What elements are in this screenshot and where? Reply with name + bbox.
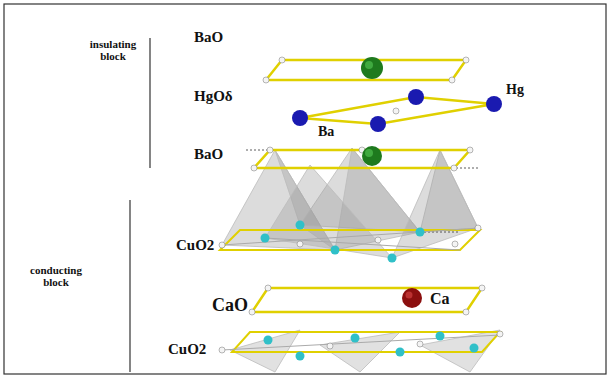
layer-label: BaO	[194, 29, 223, 46]
atom-label: Ba	[318, 124, 334, 139]
layer-label: BaO	[194, 146, 223, 163]
layer-label: HgOδ	[194, 88, 233, 105]
layer-label: CaO	[212, 296, 248, 316]
atom-label: Ca	[430, 290, 450, 308]
atom-label: Hg	[506, 82, 524, 97]
block-label: conducting block	[20, 264, 92, 288]
layer-label: CuO2	[168, 341, 206, 358]
layer-label: CuO2	[176, 237, 214, 254]
block-label: insulating block	[82, 38, 144, 62]
